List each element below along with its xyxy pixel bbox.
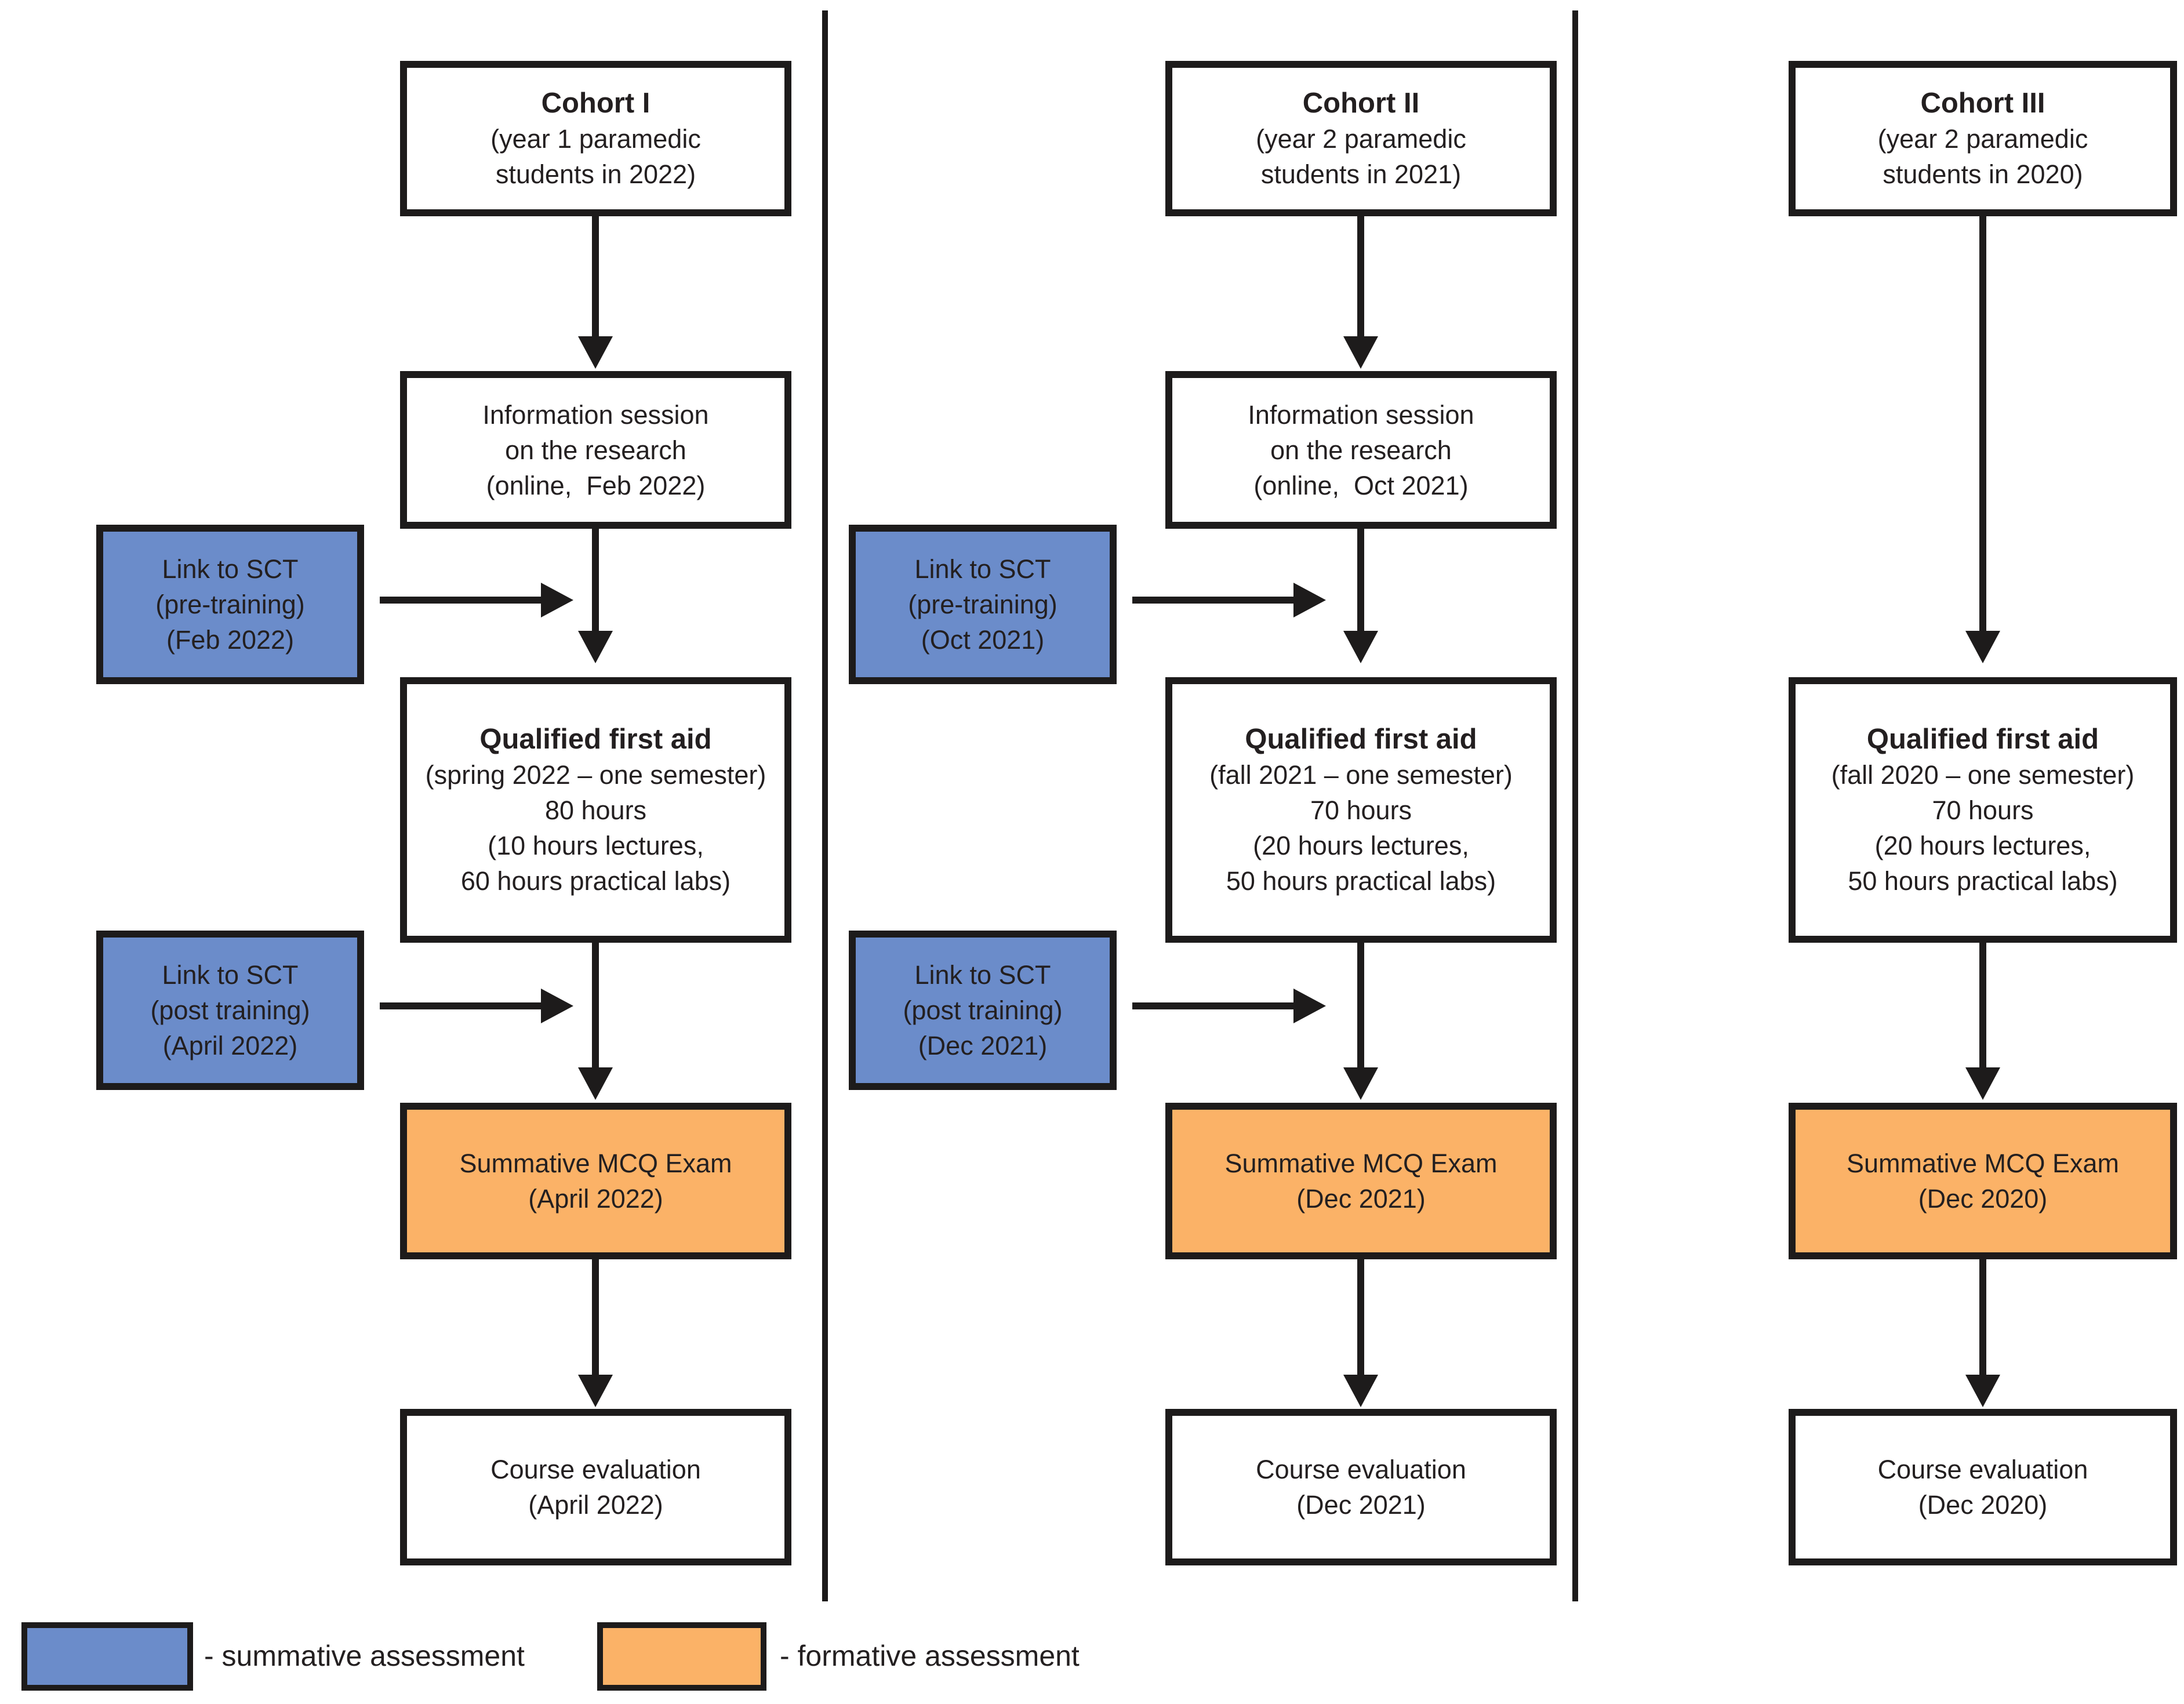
cohort3-evaluation-box: Course evaluation (Dec 2020) [1789, 1409, 2177, 1565]
legend-formative-label: - formative assessment [780, 1640, 1080, 1672]
cohort1-info-session-box: Information session on the research (onl… [400, 371, 791, 529]
arrow-shaft [1132, 1002, 1296, 1009]
arrow-shaft [1979, 1259, 1986, 1376]
legend-summative-swatch [21, 1622, 193, 1691]
cohort2-subtitle: (year 2 paramedic students in 2021) [1256, 124, 1466, 189]
cohort2-title: Cohort II [1302, 88, 1420, 119]
cohort2-title-box: Cohort II (year 2 paramedic students in … [1165, 61, 1557, 216]
cohort1-subtitle: (year 1 paramedic students in 2022) [490, 124, 701, 189]
column-divider-2 [1572, 10, 1578, 1601]
cohort2-evaluation-text: Course evaluation (Dec 2021) [1256, 1455, 1466, 1520]
cohort1-sct-pre-text: Link to SCT (pre-training) (Feb 2022) [155, 554, 305, 655]
cohort1-sct-pre-box: Link to SCT (pre-training) (Feb 2022) [96, 525, 364, 684]
cohort2-exam-text: Summative MCQ Exam (Dec 2021) [1224, 1149, 1498, 1213]
legend-formative-swatch [597, 1622, 766, 1691]
arrow-down-icon [1965, 631, 2000, 663]
cohort3-course-title: Qualified first aid [1866, 724, 2099, 755]
cohort1-title-box: Cohort I (year 1 paramedic students in 2… [400, 61, 791, 216]
arrow-shaft [1357, 1259, 1364, 1376]
cohort2-sct-pre-text: Link to SCT (pre-training) (Oct 2021) [908, 554, 1058, 655]
arrow-shaft [592, 529, 599, 633]
cohort3-course-box: Qualified first aid (fall 2020 – one sem… [1789, 677, 2177, 943]
arrow-shaft [1979, 943, 1986, 1069]
arrow-down-icon [578, 631, 613, 663]
cohort3-evaluation-text: Course evaluation (Dec 2020) [1877, 1455, 2088, 1520]
arrow-shaft [1357, 943, 1364, 1069]
arrow-shaft [380, 1002, 543, 1009]
cohort1-info-session-text: Information session on the research (onl… [482, 399, 709, 500]
cohort2-course-title: Qualified first aid [1245, 724, 1477, 755]
cohort1-evaluation-box: Course evaluation (April 2022) [400, 1409, 791, 1565]
legend-summative-label: - summative assessment [204, 1640, 525, 1672]
arrow-down-icon [578, 1375, 613, 1407]
arrow-down-icon [578, 1067, 613, 1100]
arrow-down-icon [1343, 336, 1378, 369]
arrow-down-icon [1965, 1067, 2000, 1100]
cohort2-sct-pre-box: Link to SCT (pre-training) (Oct 2021) [849, 525, 1117, 684]
cohort1-course-title: Qualified first aid [479, 724, 712, 755]
cohort2-course-box: Qualified first aid (fall 2021 – one sem… [1165, 677, 1557, 943]
cohort2-sct-post-text: Link to SCT (post training) (Dec 2021) [903, 960, 1063, 1060]
arrow-down-icon [578, 336, 613, 369]
cohort1-exam-text: Summative MCQ Exam (April 2022) [459, 1149, 732, 1213]
cohort1-title: Cohort I [541, 88, 651, 119]
arrow-shaft [380, 597, 543, 604]
arrow-down-icon [1343, 1375, 1378, 1407]
arrow-right-icon [1293, 989, 1326, 1023]
cohort3-course-details: (fall 2020 – one semester) 70 hours (20 … [1831, 760, 2135, 896]
cohort3-title-box: Cohort III (year 2 paramedic students in… [1789, 61, 2177, 216]
cohort3-subtitle: (year 2 paramedic students in 2020) [1877, 124, 2088, 189]
cohort2-exam-box: Summative MCQ Exam (Dec 2021) [1165, 1103, 1557, 1259]
cohort1-sct-post-box: Link to SCT (post training) (April 2022) [96, 931, 364, 1090]
arrow-down-icon [1343, 1067, 1378, 1100]
cohort3-title: Cohort III [1920, 88, 2045, 119]
arrow-right-icon [541, 989, 573, 1023]
arrow-shaft [1357, 529, 1364, 633]
arrow-down-icon [1343, 631, 1378, 663]
cohort3-exam-box: Summative MCQ Exam (Dec 2020) [1789, 1103, 2177, 1259]
cohort1-evaluation-text: Course evaluation (April 2022) [490, 1455, 701, 1520]
cohort1-course-box: Qualified first aid (spring 2022 – one s… [400, 677, 791, 943]
arrow-shaft [1979, 216, 1986, 632]
cohort2-info-session-box: Information session on the research (onl… [1165, 371, 1557, 529]
cohort2-sct-post-box: Link to SCT (post training) (Dec 2021) [849, 931, 1117, 1090]
arrow-shaft [592, 943, 599, 1069]
cohort2-course-details: (fall 2021 – one semester) 70 hours (20 … [1209, 760, 1513, 896]
cohort3-exam-text: Summative MCQ Exam (Dec 2020) [1846, 1149, 2120, 1213]
cohort1-sct-post-text: Link to SCT (post training) (April 2022) [150, 960, 310, 1060]
arrow-shaft [592, 216, 599, 338]
arrow-shaft [1357, 216, 1364, 338]
cohort2-evaluation-box: Course evaluation (Dec 2021) [1165, 1409, 1557, 1565]
cohort1-course-details: (spring 2022 – one semester) 80 hours (1… [425, 760, 766, 896]
arrow-right-icon [1293, 583, 1326, 617]
column-divider-1 [822, 10, 828, 1601]
arrow-shaft [1132, 597, 1296, 604]
arrow-down-icon [1965, 1375, 2000, 1407]
cohort1-exam-box: Summative MCQ Exam (April 2022) [400, 1103, 791, 1259]
arrow-right-icon [541, 583, 573, 617]
arrow-shaft [592, 1259, 599, 1376]
cohort2-info-session-text: Information session on the research (onl… [1248, 399, 1474, 500]
